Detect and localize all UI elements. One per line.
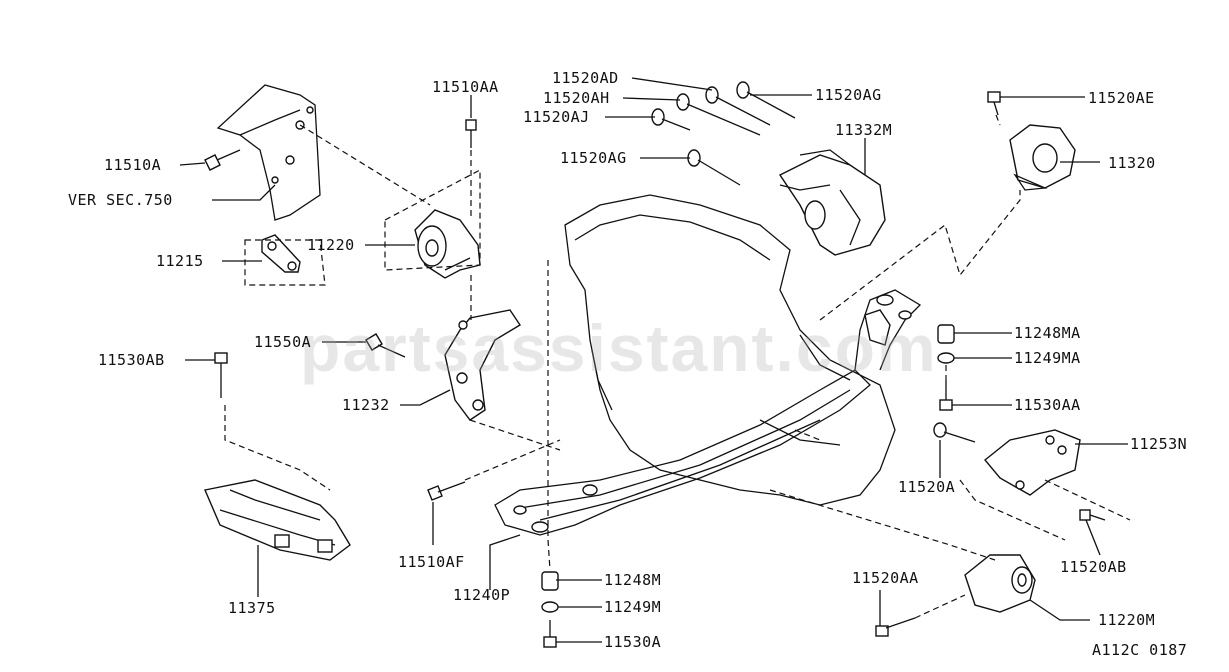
label-11220M: 11220M: [1098, 611, 1156, 629]
label-11375: 11375: [228, 599, 276, 617]
label-11520AA: 11520AA: [852, 569, 919, 587]
part-11253N-bracket: [984, 429, 1081, 496]
crossmember: [494, 289, 922, 536]
label-11520AD: 11520AD: [552, 69, 619, 87]
label-11253N: 11253N: [1130, 435, 1188, 453]
leader-lines: [179, 77, 1128, 643]
engine-block: [564, 194, 896, 506]
label-11520AJ: 11520AJ: [523, 108, 590, 126]
part-11232-bracket: [444, 309, 521, 421]
label-11332M: 11332M: [835, 121, 893, 139]
label-11530AA: 11530AA: [1014, 396, 1081, 414]
label-11520AB: 11520AB: [1060, 558, 1127, 576]
label-11240P: 11240P: [453, 586, 511, 604]
label-11510AA: 11510AA: [432, 78, 499, 96]
label-ver-sec-750: VER SEC.750: [68, 191, 173, 209]
part-11215-plate: [261, 234, 301, 273]
label-11249M: 11249M: [604, 598, 662, 616]
label-11320: 11320: [1108, 154, 1156, 172]
part-11375-bracket: [204, 479, 351, 561]
label-11520AG-left: 11520AG: [560, 149, 627, 167]
label-11520AH: 11520AH: [543, 89, 610, 107]
part-11332M-mount: [778, 149, 886, 256]
label-11232: 11232: [342, 396, 390, 414]
watermark: partsassistant.com: [300, 311, 938, 385]
label-11249MA: 11249MA: [1014, 349, 1081, 367]
label-11520A: 11520A: [898, 478, 956, 496]
label-11248M: 11248M: [604, 571, 662, 589]
part-11220-mount: [414, 209, 481, 279]
label-11520AG-top: 11520AG: [815, 86, 882, 104]
dashed-guides: [224, 114, 1131, 619]
part-11320-mount: [1009, 124, 1076, 191]
label-11215: 11215: [156, 252, 204, 270]
label-11530AB: 11530AB: [98, 351, 165, 369]
drawing-code: A112C 0187: [1092, 641, 1188, 659]
label-11530A: 11530A: [604, 633, 662, 651]
part-11220M-mount: [964, 554, 1036, 613]
label-11520AE: 11520AE: [1088, 89, 1155, 107]
label-11248MA: 11248MA: [1014, 324, 1081, 342]
label-11510AF: 11510AF: [398, 553, 465, 571]
label-11220: 11220: [307, 236, 355, 254]
label-11550A: 11550A: [254, 333, 312, 351]
label-11510A: 11510A: [104, 156, 162, 174]
